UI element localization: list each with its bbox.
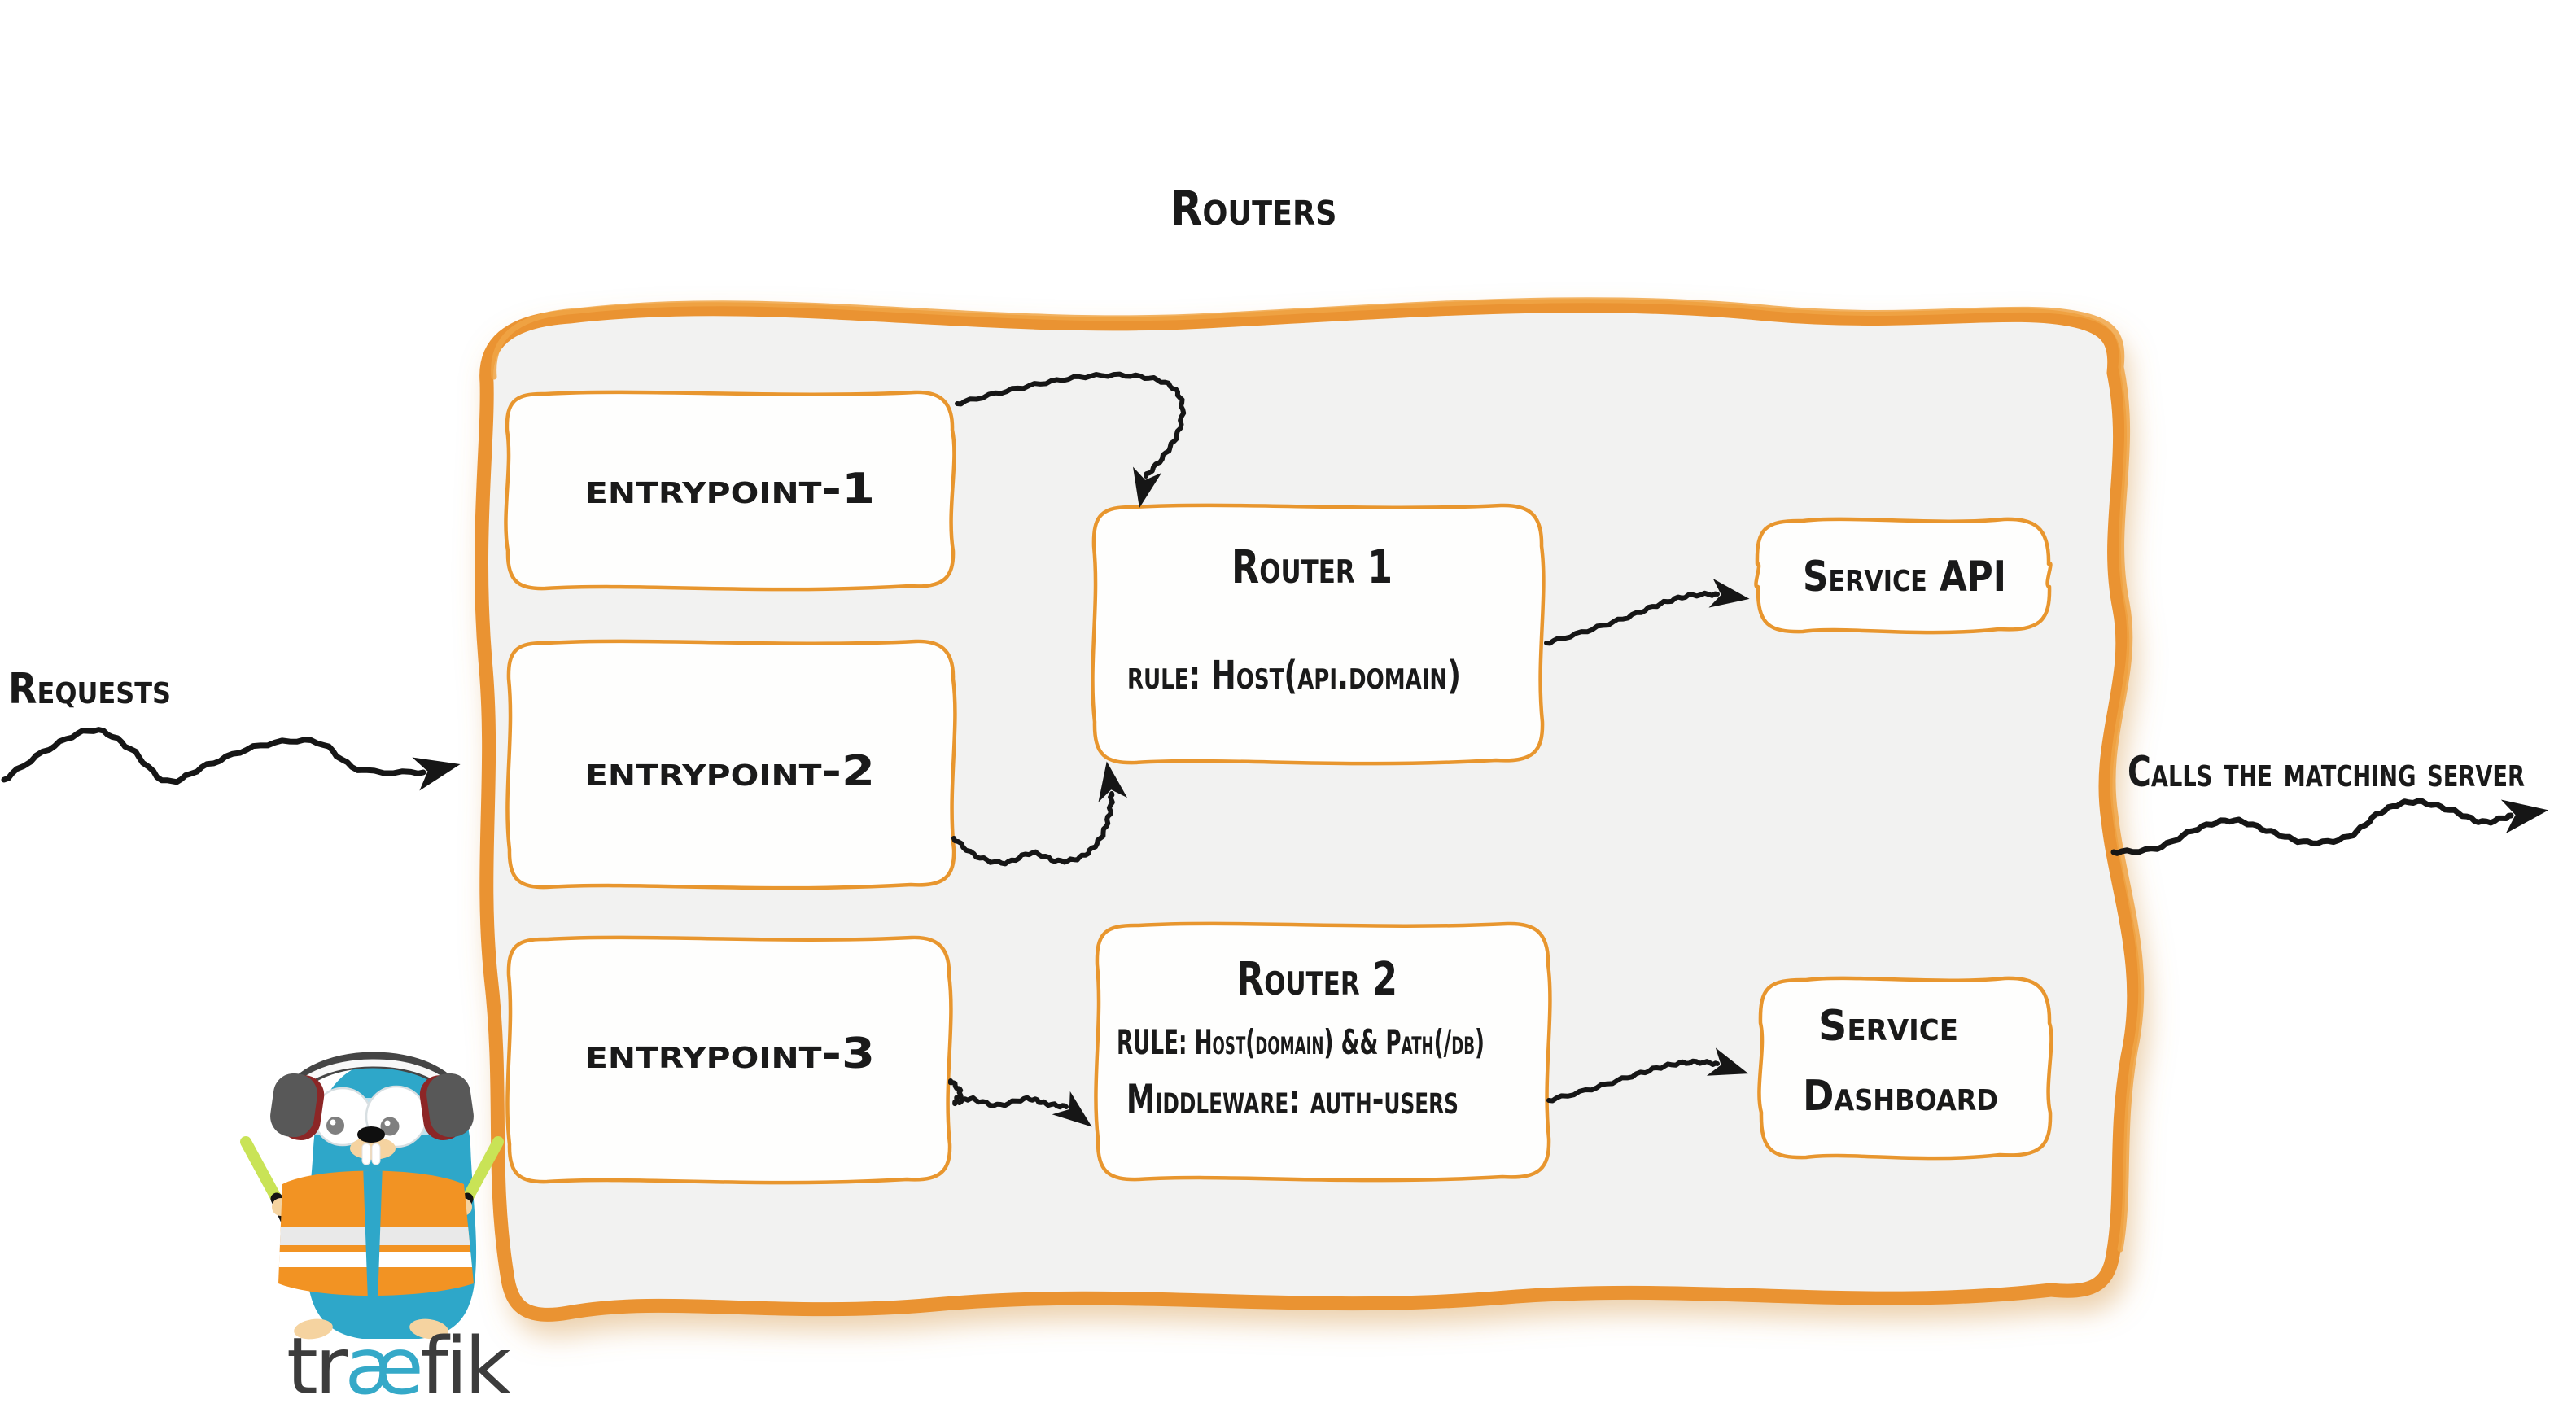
router-1-name: Router 1 [1231, 541, 1393, 594]
service-api-label: Service API [1803, 553, 2006, 601]
entrypoint-1-box [504, 390, 956, 592]
router-2-node: Router 2 RULE: Host(domain) && Path(/db)… [1094, 921, 1552, 1183]
router-2-box [1094, 921, 1552, 1183]
service-api-node: Service API [1754, 517, 2053, 635]
router-2-name: Router 2 [1236, 953, 1397, 1006]
entrypoint3-to-router2-arrow [947, 1078, 1092, 1127]
entrypoint-2-label: entrypoint-2 [585, 747, 875, 796]
gopher-headphones-icon [270, 1052, 474, 1140]
router-1-node: Router 1 rule: Host(api.domain) [1091, 503, 1546, 766]
calls-matching-server-label: Calls the matching server [2128, 748, 2525, 797]
entrypoint-2-node: entrypoint-2 [505, 639, 957, 890]
routers-panel-border-texture [491, 297, 2145, 1253]
requests-arrow [1, 727, 461, 791]
traefik-logo-part1: tr [286, 1321, 348, 1408]
entrypoint-2-box [505, 639, 957, 890]
service-dashboard-box [1757, 976, 2053, 1161]
traefik-logo-wordmark: træfik [286, 1321, 512, 1408]
entrypoint-3-box [505, 935, 953, 1185]
router-1-rule: rule: Host(api.domain) [1127, 653, 1461, 698]
router-2-rule: RULE: Host(domain) && Path(/db) [1117, 1022, 1485, 1062]
traefik-gopher-mascot [240, 1052, 504, 1340]
gopher-foot-right [409, 1318, 448, 1340]
service-dashboard-label-line1: Service [1818, 1002, 1958, 1051]
entrypoint1-to-router1-arrow [955, 371, 1187, 509]
service-dashboard-node: Service Dashboard [1757, 976, 2053, 1161]
entrypoint-3-label: entrypoint-3 [585, 1030, 875, 1078]
traefik-logo-part3: fik [421, 1321, 512, 1408]
entrypoint-1-label: entrypoint-1 [585, 465, 875, 514]
router-1-box [1091, 503, 1546, 766]
diagram-title: Routers [1170, 181, 1337, 236]
gopher-muzzle [350, 1126, 396, 1165]
service-api-box [1754, 517, 2053, 635]
router1-to-service-api-arrow [1544, 579, 1750, 646]
gopher-safety-vest [278, 1170, 474, 1296]
calls-matching-server-arrow [2110, 798, 2549, 856]
service-dashboard-label-line2: Dashboard [1803, 1072, 1998, 1121]
entrypoint-1-node: entrypoint-1 [504, 390, 956, 592]
requests-label: Requests [8, 665, 171, 714]
traefik-logo-part2: æ [344, 1321, 420, 1408]
router2-to-service-dashboard-arrow [1546, 1047, 1749, 1104]
gopher-goggles [301, 1085, 440, 1148]
gopher-foot-left [294, 1318, 333, 1340]
router-2-middleware: Middleware: auth-users [1126, 1076, 1459, 1123]
entrypoint2-to-router1-arrow [951, 761, 1128, 867]
entrypoint-3-node: entrypoint-3 [505, 935, 953, 1185]
